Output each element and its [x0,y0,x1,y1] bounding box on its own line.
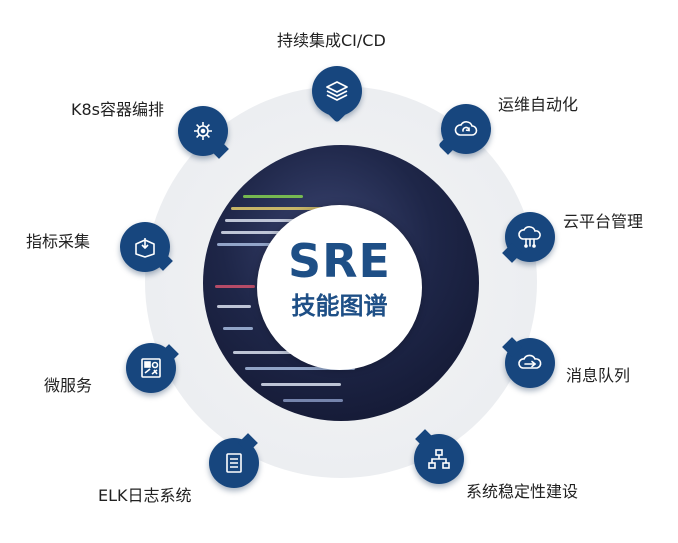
node-ops-automation[interactable] [438,104,491,155]
box-download-icon [135,238,155,258]
label-cloud-platform: 云平台管理 [563,212,644,231]
microservice-icon [141,358,161,378]
label-system-stability: 系统稳定性建设 [466,482,579,501]
label-ops-automation: 运维自动化 [498,95,579,114]
center-subtitle: 技能图谱 [291,292,388,320]
document-list-icon [226,453,242,473]
label-elk-logging: ELK日志系统 [98,486,192,505]
label-metrics-collection: 指标采集 [26,232,91,251]
label-microservices: 微服务 [44,376,93,395]
cloud-sync-icon [454,121,478,136]
center-title: SRE [288,234,391,288]
helm-wheel-icon [194,122,212,140]
node-metrics-collection[interactable] [120,222,173,272]
node-k8s-orchestration[interactable] [178,106,229,159]
node-message-queue[interactable] [502,337,555,388]
node-microservices[interactable] [126,343,179,393]
cloud-network-icon [518,226,541,248]
label-message-queue: 消息队列 [566,366,631,385]
node-system-stability[interactable] [414,429,464,484]
node-cloud-platform[interactable] [502,212,555,263]
message-cloud-icon [518,354,542,369]
label-cicd: 持续集成CI/CD [277,31,386,50]
stack-layers-icon [326,81,348,101]
node-cicd[interactable] [312,66,362,123]
center-disc: SRE 技能图谱 [257,205,422,370]
hierarchy-icon [428,449,450,469]
label-k8s-orchestration: K8s容器编排 [71,100,165,119]
node-elk-logging[interactable] [209,433,259,488]
